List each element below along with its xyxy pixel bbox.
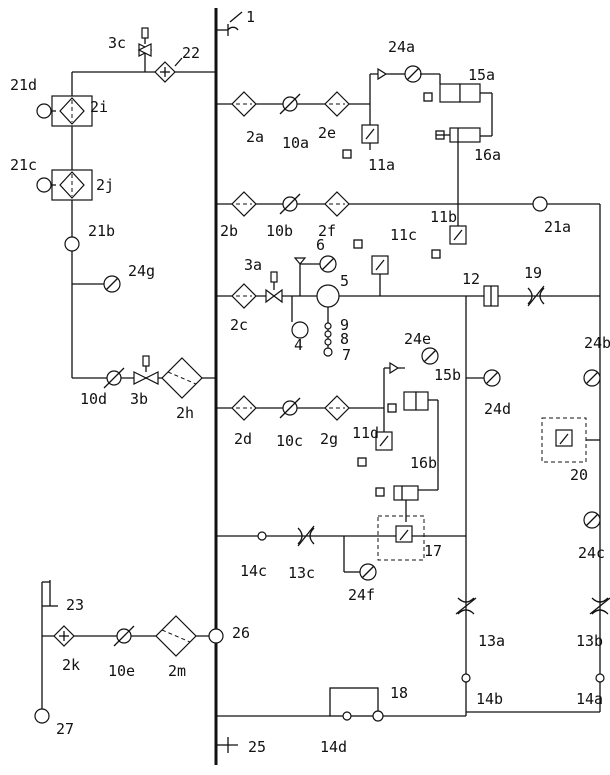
label-2m: 2m [168,662,186,680]
label-14c: 14c [240,562,267,580]
label-14a: 14a [576,690,603,708]
label-2c: 2c [230,316,248,334]
left-column [37,72,216,398]
label-2i: 2i [90,98,108,116]
label-5: 5 [340,272,349,290]
label-21a: 21a [544,218,571,236]
label-14b: 14b [476,690,503,708]
right-column [456,370,610,712]
label-24a: 24a [388,38,415,56]
bottom-branch [35,580,223,723]
label-27: 27 [56,720,74,738]
label-2h: 2h [176,404,194,422]
label-17: 17 [424,542,442,560]
label-10c: 10c [276,432,303,450]
label-16a: 16a [474,146,501,164]
label-24d: 24d [484,400,511,418]
label-15b: 15b [434,366,461,384]
label-21b: 21b [88,222,115,240]
label-15a: 15a [468,66,495,84]
label-13b: 13b [576,632,603,650]
label-24f: 24f [348,586,375,604]
label-3c: 3c [108,34,126,52]
label-10d: 10d [80,390,107,408]
label-11b: 11b [430,208,457,226]
label-1: 1 [246,8,255,26]
label-2e: 2e [318,124,336,142]
label-2g: 2g [320,430,338,448]
label-10a: 10a [282,134,309,152]
label-21d: 21d [10,76,37,94]
label-18: 18 [390,684,408,702]
label-6: 6 [316,236,325,254]
label-10e: 10e [108,662,135,680]
label-14d: 14d [320,738,347,756]
label-20: 20 [570,466,588,484]
label-19: 19 [524,264,542,282]
label-13a: 13a [478,632,505,650]
row-2a [216,66,492,226]
label-23: 23 [66,596,84,614]
label-2k: 2k [62,656,80,674]
label-2b: 2b [220,222,238,240]
label-24e: 24e [404,330,431,348]
label-21c: 21c [10,156,37,174]
label-12: 12 [462,270,480,288]
label-24c: 24c [578,544,605,562]
label-2a: 2a [246,128,264,146]
label-2d: 2d [234,430,252,448]
row-2c [216,240,600,690]
label-11c: 11c [390,226,417,244]
component-1 [216,12,242,36]
label-13c: 13c [288,564,315,582]
label-11a: 11a [368,156,395,174]
label-7: 7 [342,346,351,364]
label-25: 25 [248,738,266,756]
labels: 1 3c 22 24a 15a 21d 2i 2a 10a 2e 11a 16a… [10,8,610,756]
label-24g: 24g [128,262,155,280]
label-24b: 24b [584,334,610,352]
label-11d: 11d [352,424,379,442]
label-26: 26 [232,624,250,642]
label-3b: 3b [130,390,148,408]
label-3a: 3a [244,256,262,274]
label-10b: 10b [266,222,293,240]
label-2j: 2j [96,176,114,194]
label-4: 4 [294,336,303,354]
label-16b: 16b [410,454,437,472]
label-22: 22 [182,44,200,62]
